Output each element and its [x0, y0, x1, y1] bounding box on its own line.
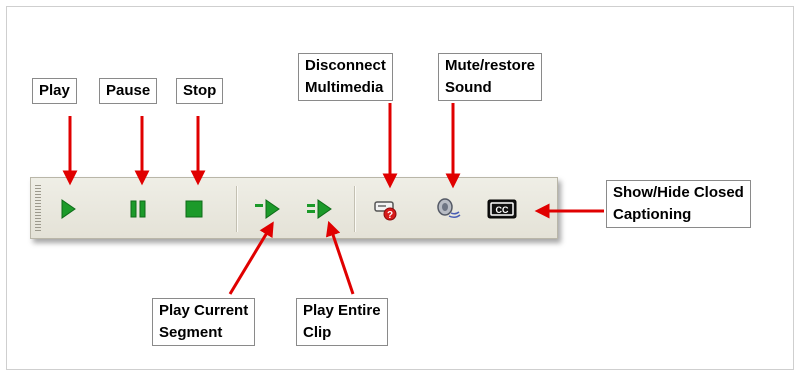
- callout-stop-text: Stop: [183, 82, 217, 99]
- callout-stop: Stop: [176, 78, 224, 104]
- callout-disconnect-line1: Disconnect: [305, 57, 386, 74]
- callout-closed-captioning: Show/Hide Closed Captioning: [606, 180, 751, 228]
- play-icon: [61, 199, 76, 219]
- cc-icon: CC: [487, 199, 517, 219]
- callout-play-entire-clip: Play Entire Clip: [296, 298, 388, 346]
- callout-play: Play: [32, 78, 77, 104]
- play-button[interactable]: [51, 193, 85, 225]
- arrow-to-play-current-segment: [228, 221, 274, 295]
- callout-clip-line2: Clip: [303, 324, 332, 341]
- callout-disconnect-line2: Multimedia: [305, 79, 384, 96]
- media-toolbar: ? CC: [30, 177, 558, 239]
- toolbar-separator: [236, 186, 238, 232]
- closed-captioning-button[interactable]: CC: [485, 193, 519, 225]
- callout-mute-line1: Mute/restore: [445, 57, 536, 74]
- mute-restore-sound-button[interactable]: [431, 193, 465, 225]
- callout-play-text: Play: [39, 82, 70, 99]
- arrow-to-play-entire-clip: [325, 220, 355, 295]
- toolbar-separator: [354, 186, 356, 232]
- cc-icon-text: CC: [496, 205, 509, 215]
- callout-pause: Pause: [99, 78, 158, 104]
- disconnect-multimedia-button[interactable]: ?: [369, 193, 403, 225]
- svg-text:?: ?: [387, 210, 393, 221]
- play-segment-icon: [255, 199, 280, 219]
- speaker-icon: [437, 198, 461, 219]
- callout-clip-line1: Play Entire: [303, 302, 381, 319]
- callout-cc-line2: Captioning: [613, 206, 692, 223]
- callout-disconnect-multimedia: Disconnect Multimedia: [298, 53, 393, 101]
- callout-segment-line1: Play Current: [159, 302, 249, 319]
- callout-mute-line2: Sound: [445, 79, 492, 96]
- stop-button[interactable]: [177, 193, 211, 225]
- callout-segment-line2: Segment: [159, 324, 223, 341]
- play-clip-icon: [307, 199, 332, 219]
- toolbar-grip-handle[interactable]: [35, 185, 41, 231]
- callout-mute-restore-sound: Mute/restore Sound: [438, 53, 543, 101]
- pause-button[interactable]: [121, 193, 155, 225]
- callout-pause-text: Pause: [106, 82, 151, 99]
- play-entire-clip-button[interactable]: [303, 193, 337, 225]
- callout-play-current-segment: Play Current Segment: [152, 298, 256, 346]
- stop-icon: [185, 200, 203, 218]
- pause-icon: [130, 200, 146, 218]
- callout-cc-line1: Show/Hide Closed: [613, 184, 744, 201]
- disconnect-icon: ?: [374, 201, 397, 221]
- play-current-segment-button[interactable]: [251, 193, 285, 225]
